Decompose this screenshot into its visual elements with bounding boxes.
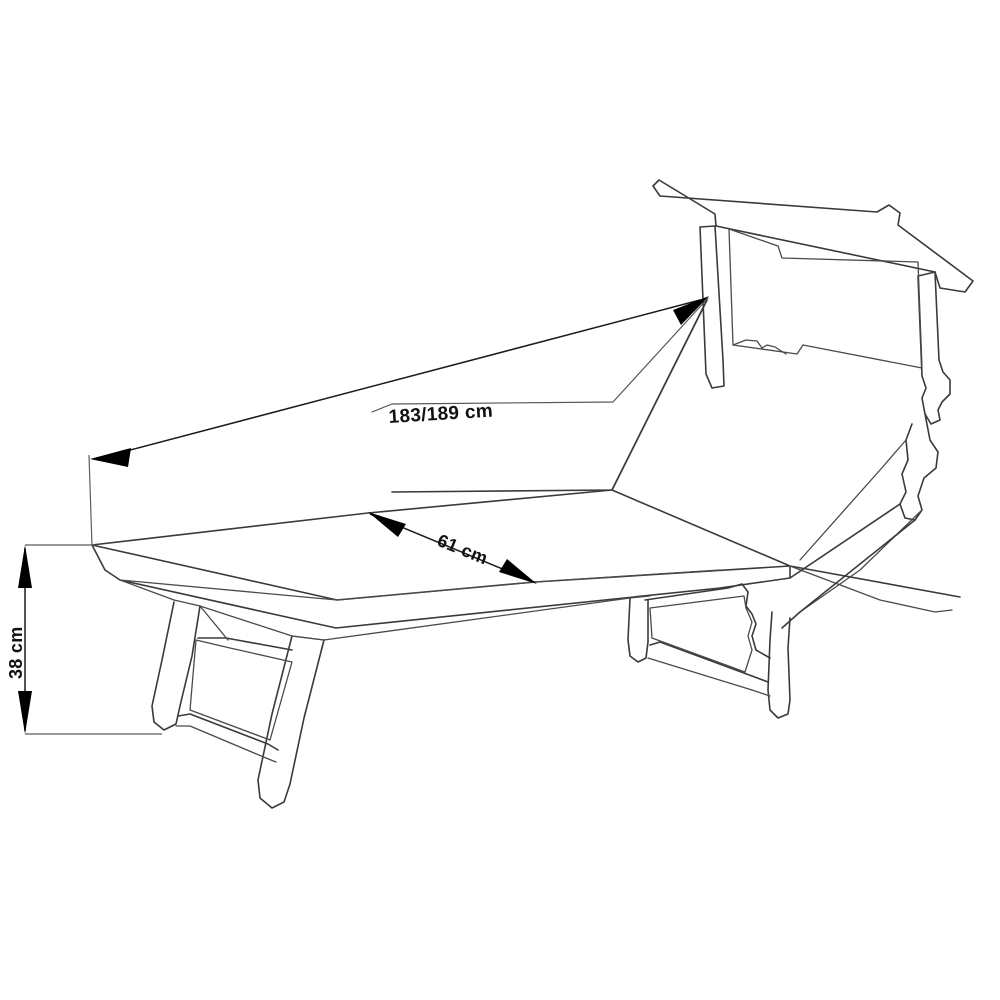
dimension-height: 38 cm	[6, 544, 162, 735]
length-dim-line	[99, 299, 701, 459]
width-dimension-label: 61 cm	[435, 530, 491, 568]
dimension-length: 183/189 cm	[88, 296, 709, 547]
height-arrow-bottom	[18, 691, 32, 734]
width-arrow-lower	[499, 559, 537, 584]
rear-leg-assembly	[627, 583, 791, 719]
dimension-width: 61 cm	[368, 512, 537, 584]
length-dimension-label: 183/189 cm	[388, 401, 494, 428]
seat-underside-edge	[119, 579, 651, 641]
width-arrow-upper	[368, 512, 406, 537]
length-arrow-left	[90, 448, 131, 467]
height-dimension-label: 38 cm	[6, 626, 26, 679]
length-ext-line-left	[88, 454, 93, 547]
front-leg-assembly	[151, 601, 325, 809]
canopy-shade-panel	[652, 179, 974, 293]
right-side-frame-rail	[781, 503, 916, 629]
backrest-left-post	[699, 225, 725, 389]
backrest-right-post	[917, 271, 951, 425]
backrest-seat-plane	[371, 297, 709, 493]
backrest-panel	[728, 228, 923, 369]
seat-front-rail	[91, 544, 791, 629]
seat-mattress-surface	[91, 299, 961, 601]
height-arrow-top	[18, 545, 32, 588]
backrest-recline-hinge	[799, 413, 939, 613]
backrest-lower-edge	[732, 339, 787, 355]
seat-rear-rail	[789, 565, 953, 613]
length-arrow-right	[673, 296, 709, 325]
